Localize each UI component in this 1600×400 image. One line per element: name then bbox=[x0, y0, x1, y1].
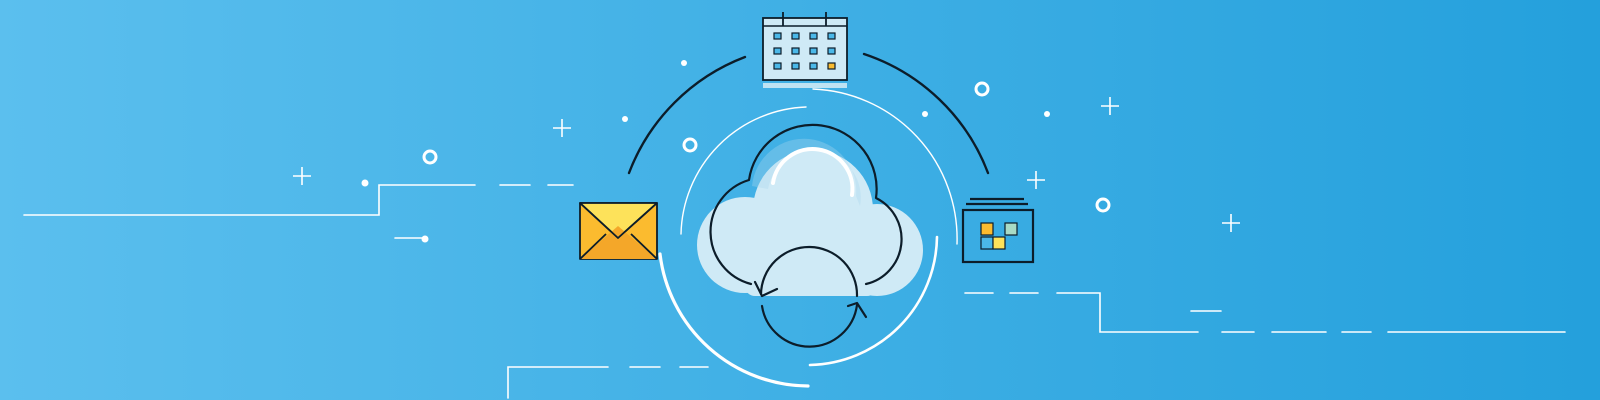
decoration-rings bbox=[422, 81, 1111, 213]
decoration-dots bbox=[361, 60, 1050, 243]
orbit-arcs bbox=[627, 52, 990, 388]
files-icon bbox=[961, 197, 1035, 264]
decoration-plus-signs bbox=[293, 97, 1240, 232]
mail-icon bbox=[579, 202, 658, 260]
circuit-lines bbox=[23, 184, 1566, 399]
sync-arrows-icon bbox=[753, 245, 868, 348]
cloud-icon bbox=[697, 123, 923, 296]
calendar-icon bbox=[762, 12, 848, 88]
